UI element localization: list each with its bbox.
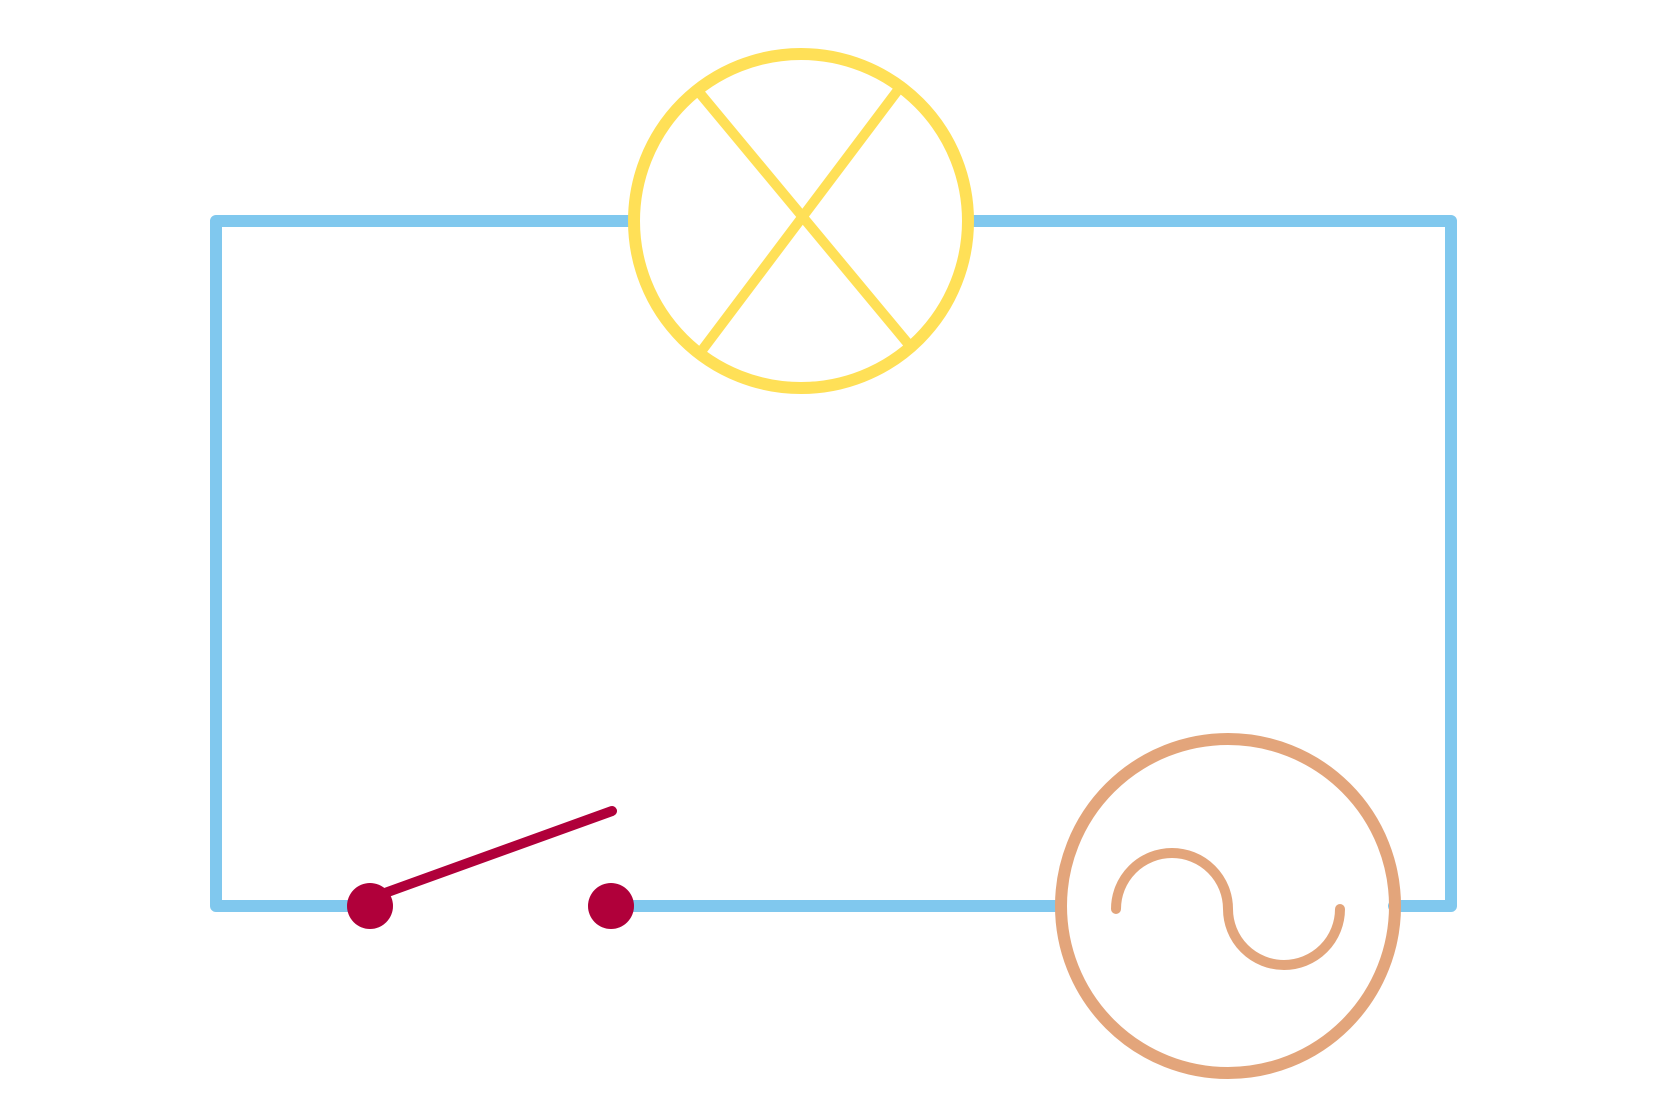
wires xyxy=(210,215,1457,912)
ac-voltage-source-icon xyxy=(1055,733,1401,1079)
lamp-icon xyxy=(628,48,974,394)
wire-top-right xyxy=(962,215,1457,912)
ac-source-circle xyxy=(1055,733,1401,1079)
ac-sine-wave-icon xyxy=(1111,848,1345,970)
switch-lever xyxy=(366,806,617,903)
open-switch-icon xyxy=(347,806,634,929)
lamp-cross-line-2 xyxy=(695,81,906,358)
wire-top-left xyxy=(210,215,640,912)
switch-terminal-right xyxy=(588,883,634,929)
lamp-circle xyxy=(628,48,974,394)
switch-terminal-left xyxy=(347,883,393,929)
